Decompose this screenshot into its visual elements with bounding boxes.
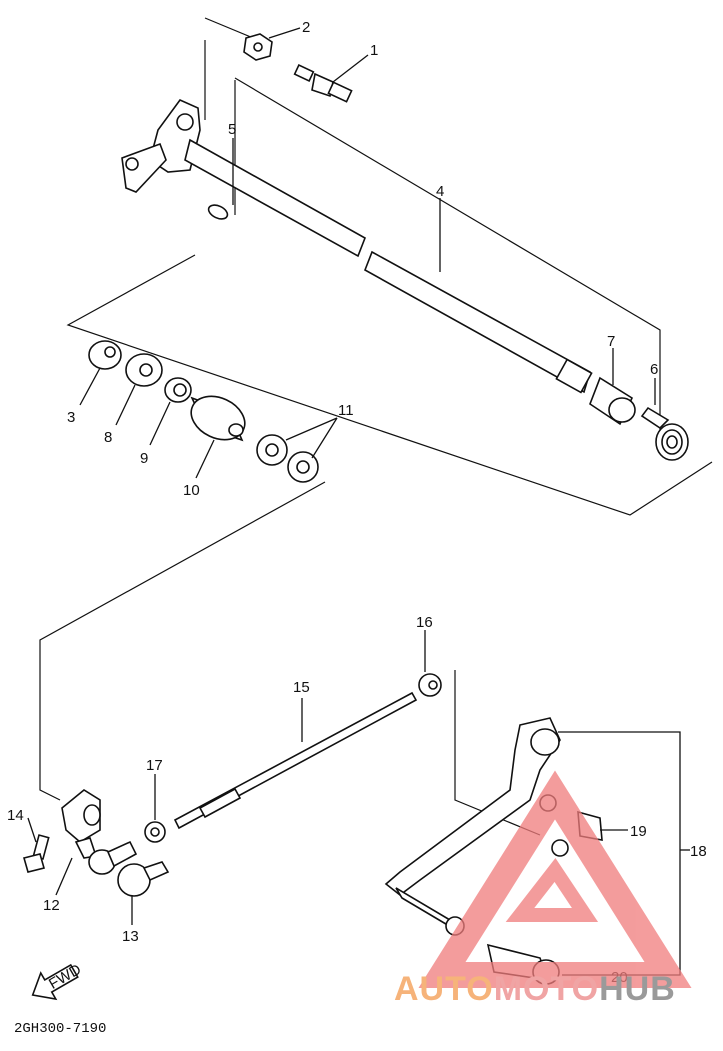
joint-part-12 — [61, 789, 138, 875]
label-5: 5 — [228, 121, 236, 138]
nut-part-3 — [88, 340, 122, 370]
shift-shaft-part-4 — [184, 138, 593, 394]
group-boundary-middle — [66, 254, 713, 516]
label-18: 18 — [690, 843, 707, 860]
bolt-part-14 — [23, 834, 50, 873]
group-boundary-lower — [39, 481, 326, 801]
label-14: 14 — [7, 807, 24, 824]
label-4: 4 — [436, 183, 444, 200]
bearing-group — [66, 254, 713, 516]
shift-rod-part-15 — [173, 691, 418, 830]
label-6: 6 — [650, 361, 658, 378]
label-1: 1 — [370, 42, 378, 59]
diagram-code: 2GH300-7190 — [14, 1021, 106, 1037]
label-10: 10 — [183, 482, 200, 499]
label-19: 19 — [630, 823, 647, 840]
group-boundary-shaft — [234, 77, 661, 430]
nut-part-17 — [144, 821, 166, 843]
bush-part-10 — [190, 395, 246, 442]
label-8: 8 — [104, 429, 112, 446]
automotohub-watermark: AUTOMOTOHUB — [394, 770, 692, 1008]
shift-shaft-assembly — [121, 17, 689, 461]
forward-arrow-icon: FWD — [31, 961, 84, 1001]
spring-part-6 — [640, 406, 689, 461]
part-labels: 1 2 3 4 5 6 7 8 9 10 11 12 13 14 15 16 1… — [7, 19, 707, 986]
label-16: 16 — [416, 614, 433, 631]
label-9: 9 — [140, 450, 148, 467]
seal-part-11 — [256, 434, 319, 483]
group-boundary-pedal — [454, 670, 541, 836]
label-11: 11 — [338, 402, 354, 419]
nut-part-16 — [418, 673, 442, 697]
label-7: 7 — [607, 333, 615, 350]
joint-part-13 — [117, 861, 170, 897]
label-2: 2 — [302, 19, 310, 36]
label-17: 17 — [146, 757, 163, 774]
watermark-text-auto: AUTOMOTOHUB — [394, 970, 676, 1008]
nut-part-2 — [243, 33, 273, 61]
label-13: 13 — [122, 928, 139, 945]
label-3: 3 — [67, 409, 75, 426]
collar-part-7 — [589, 376, 636, 426]
label-12: 12 — [43, 897, 60, 914]
circlip-part-9 — [164, 377, 192, 403]
label-15: 15 — [293, 679, 310, 696]
watermark-logo-icon — [418, 770, 692, 988]
bolt-part-1 — [293, 64, 353, 103]
fwd-label: FWD — [46, 961, 84, 993]
washer-part-8 — [125, 353, 163, 387]
